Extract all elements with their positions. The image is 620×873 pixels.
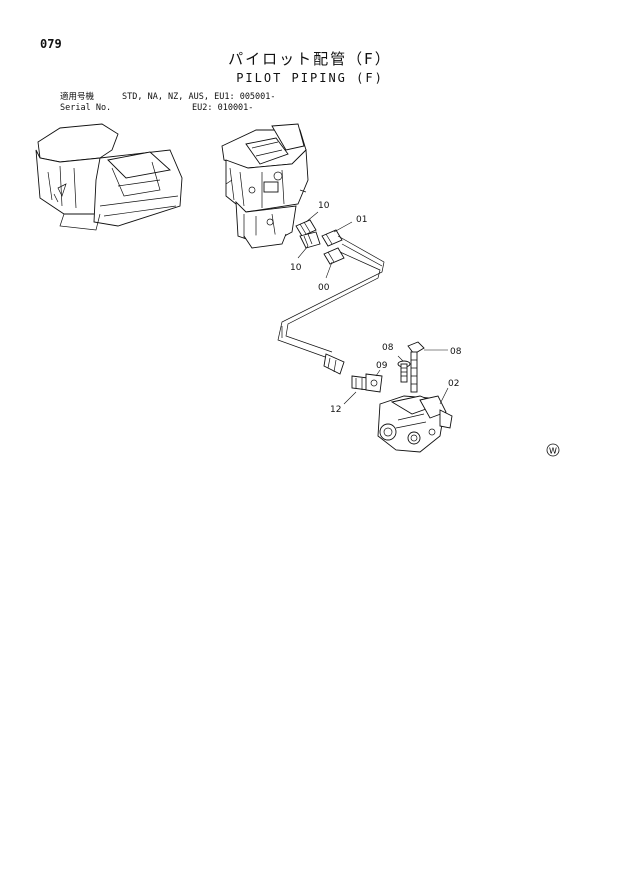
hose-end-00 (323, 247, 345, 265)
bolt-08-right (407, 341, 425, 393)
elbow-fitting-lower (299, 231, 321, 249)
callout-09: 09 (376, 361, 388, 371)
serial-value-2: EU2: 010001- (192, 103, 254, 113)
control-valve-assembly (221, 123, 309, 249)
callout-10-upper: 10 (318, 201, 330, 211)
leader-lines (297, 211, 449, 405)
page-title-japanese: パイロット配管（F） (228, 50, 392, 68)
callout-10-lower: 10 (290, 263, 302, 273)
callout-08-left: 08 (382, 343, 394, 353)
callout-00: 00 (318, 283, 330, 293)
page-number: 079 (40, 37, 62, 51)
serial-value-1: STD, NA, NZ, AUS, EU1: 005001- (122, 92, 276, 102)
hose-end-01 (321, 229, 343, 247)
serial-label-en: Serial No. (60, 103, 112, 113)
fitting-09 (365, 373, 383, 393)
callout-01: 01 (356, 215, 367, 225)
page-title-english: PILOT PIPING (F) (236, 71, 384, 85)
callout-12: 12 (330, 405, 341, 415)
excavator-locator-sketch (35, 123, 183, 231)
bolt-08-left (397, 360, 411, 383)
callout-08-right: 08 (450, 347, 462, 357)
serial-row-1: 適用号機 STD, NA, NZ, AUS, EU1: 005001- (60, 92, 276, 103)
serial-row-2: Serial No. EU2: 010001- (60, 103, 276, 114)
serial-label-jp: 適用号機 (60, 92, 95, 102)
hose-end-lower (323, 353, 345, 375)
mark-letter: W (549, 447, 557, 456)
pilot-valve-02 (377, 395, 453, 453)
elbow-fitting-upper (295, 219, 317, 237)
callout-02: 02 (448, 379, 459, 389)
circled-w-mark: W (546, 443, 560, 457)
pilot-hose-pair (277, 235, 385, 359)
serial-applicability: 適用号機 STD, NA, NZ, AUS, EU1: 005001- Seria… (60, 92, 276, 114)
